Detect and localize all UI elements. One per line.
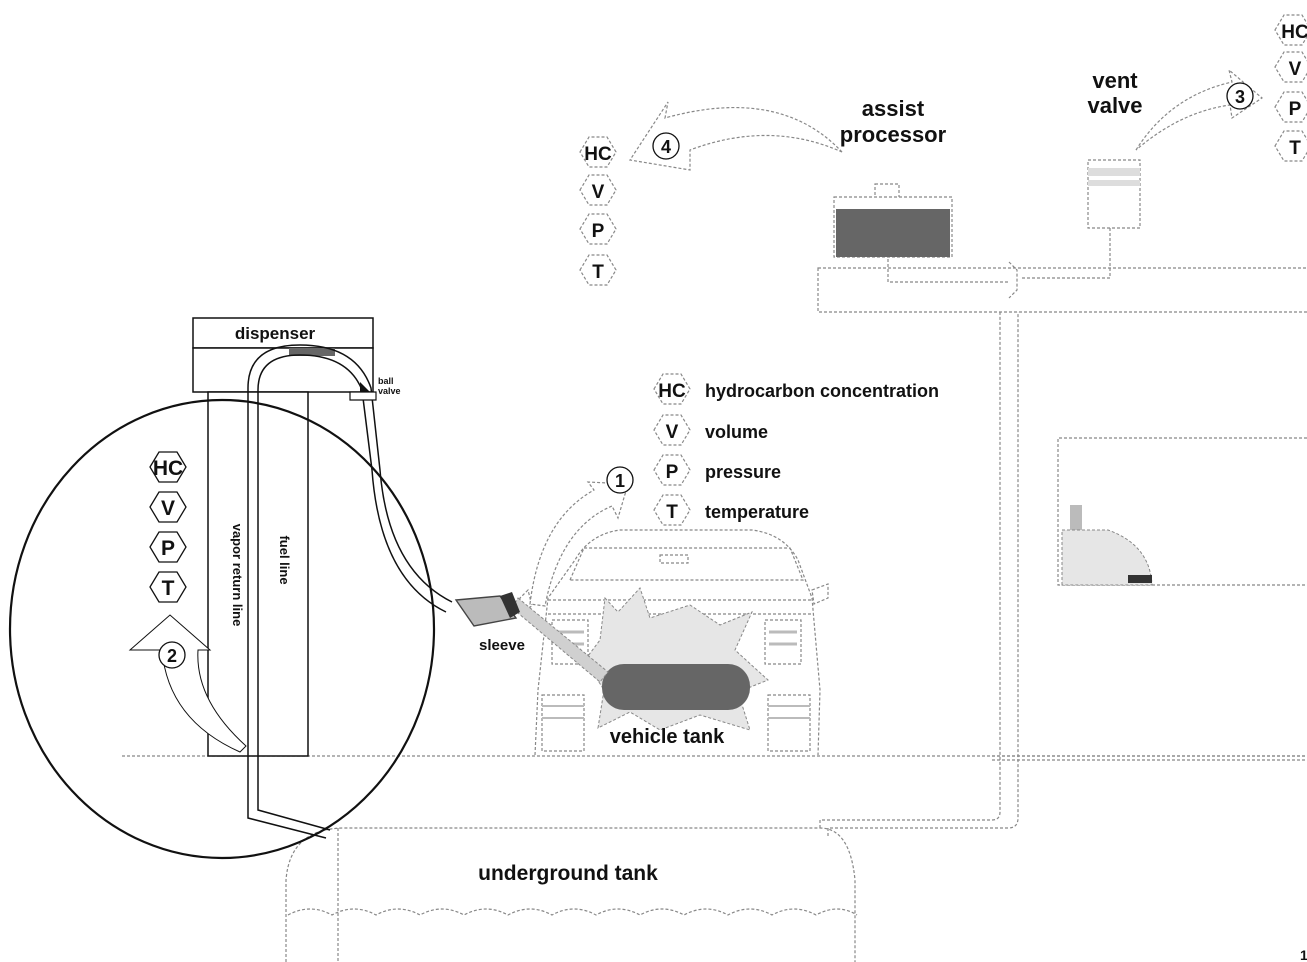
svg-text:volume: volume xyxy=(705,422,768,442)
ball-valve-label-1: ball xyxy=(378,376,394,386)
fuel-line-label: fuel line xyxy=(277,535,292,584)
svg-text:HC: HC xyxy=(658,381,686,402)
svg-text:P: P xyxy=(161,537,175,560)
nozzle xyxy=(454,595,518,627)
point-marker-2: 2 xyxy=(158,641,186,669)
svg-text:HC: HC xyxy=(153,457,183,480)
station-building xyxy=(1057,437,1307,586)
emission-arrow-1 xyxy=(529,481,629,607)
filler-neck xyxy=(511,597,609,683)
vehicle: vehicle tank xyxy=(519,529,829,756)
vent-valve-label-1: vent xyxy=(1092,68,1138,93)
svg-text:V: V xyxy=(1289,59,1302,80)
emission-arrow-3 xyxy=(1135,68,1263,151)
svg-text:P: P xyxy=(592,221,605,242)
svg-text:HC: HC xyxy=(1281,22,1307,43)
underground-tank: underground tank xyxy=(285,827,858,962)
ball-valve: ball valve xyxy=(349,376,401,401)
measurement-stack-assist-processor: HC V P T xyxy=(579,136,617,286)
point-marker-3: 3 xyxy=(1226,82,1254,110)
svg-text:V: V xyxy=(666,422,679,443)
assist-processor: assist processor xyxy=(833,96,953,258)
emission-arrow-2 xyxy=(128,614,247,753)
emission-arrow-4 xyxy=(628,101,843,171)
legend-item-p: P pressure xyxy=(653,454,781,486)
svg-text:V: V xyxy=(161,497,175,520)
legend: HC hydrocarbon concentration V volume P … xyxy=(653,373,939,526)
legend-item-hc: HC hydrocarbon concentration xyxy=(653,373,939,405)
svg-text:hydrocarbon concentration: hydrocarbon concentration xyxy=(705,381,939,401)
svg-text:HC: HC xyxy=(584,144,612,165)
nozzle-sleeve xyxy=(500,592,520,618)
assist-processor-label-2: processor xyxy=(840,122,947,147)
point-marker-1: 1 xyxy=(606,466,634,494)
svg-text:T: T xyxy=(666,502,678,523)
measurement-stack-vent-valve: HC V P T xyxy=(1274,14,1307,162)
point-marker-4: 4 xyxy=(652,132,680,160)
svg-text:1: 1 xyxy=(615,471,625,491)
vehicle-tank-label: vehicle tank xyxy=(610,726,725,748)
svg-text:P: P xyxy=(666,462,679,483)
svg-text:4: 4 xyxy=(661,137,671,157)
underground-tank-label: underground tank xyxy=(478,862,658,885)
vapor-return-line-label: vapor return line xyxy=(230,524,245,627)
dispenser: dispenser vapor return line fuel line xyxy=(192,317,374,757)
vent-platform xyxy=(817,267,1307,313)
vent-valve-label-2: valve xyxy=(1087,93,1142,118)
vent-pipe xyxy=(819,312,1307,836)
svg-text:2: 2 xyxy=(167,646,177,666)
dispenser-label: dispenser xyxy=(235,324,316,343)
svg-text:temperature: temperature xyxy=(705,502,809,522)
svg-text:T: T xyxy=(1289,138,1301,159)
svg-text:pressure: pressure xyxy=(705,462,781,482)
ball-valve-label-2: valve xyxy=(378,386,401,396)
legend-item-t: T temperature xyxy=(653,494,809,526)
svg-text:T: T xyxy=(162,577,175,600)
hose-lines xyxy=(247,344,453,839)
vent-valve: vent valve xyxy=(1087,68,1143,229)
svg-text:T: T xyxy=(592,262,604,283)
measurement-stack-dispenser: HC V P T xyxy=(149,451,187,603)
sleeve-label: sleeve xyxy=(479,637,525,654)
detail-circle xyxy=(8,398,436,860)
svg-text:V: V xyxy=(592,182,605,203)
vent-junction-valve xyxy=(1008,261,1018,299)
svg-text:P: P xyxy=(1289,99,1302,120)
page-corner-mark: 1 xyxy=(1300,947,1307,962)
assist-processor-label-1: assist xyxy=(862,96,925,121)
svg-text:3: 3 xyxy=(1235,87,1245,107)
legend-item-v: V volume xyxy=(653,414,768,446)
